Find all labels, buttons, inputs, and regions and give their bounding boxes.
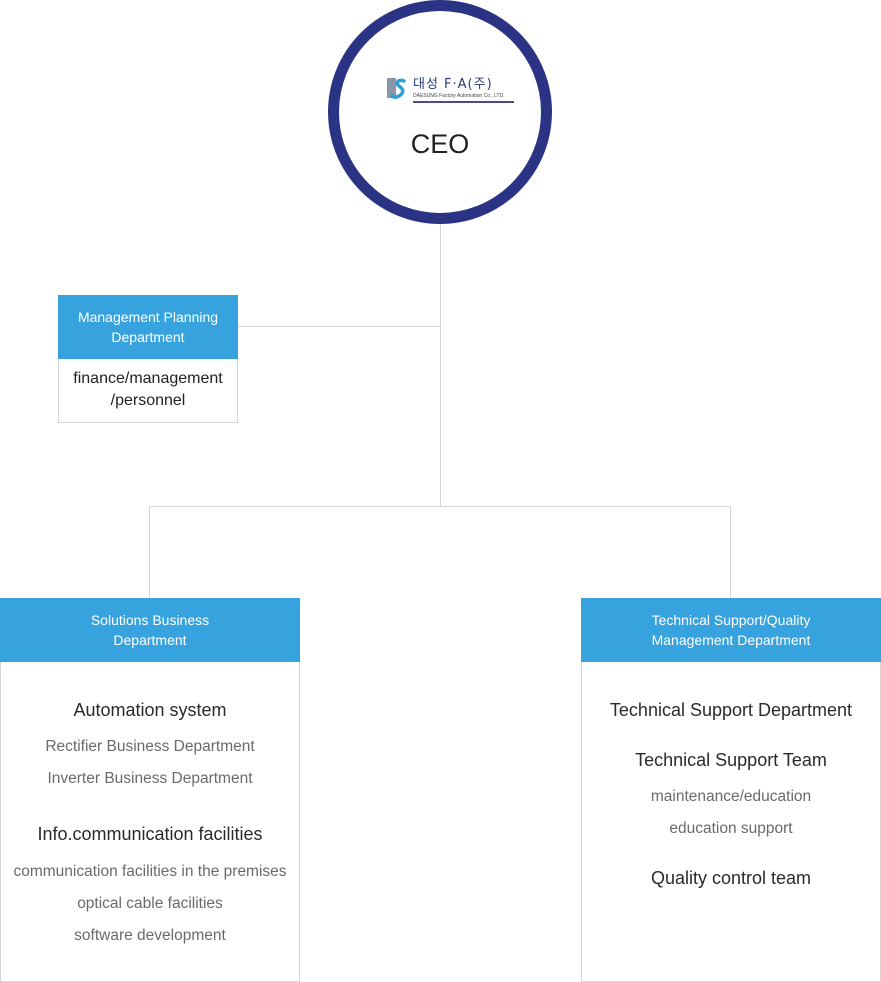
management-planning-header: Management Planning Department bbox=[58, 295, 238, 359]
connector-technical-vertical bbox=[730, 506, 731, 599]
logo-underline bbox=[413, 101, 514, 103]
ceo-title: CEO bbox=[410, 129, 470, 159]
software-development-item: software development bbox=[74, 927, 226, 944]
technical-support-box: Technical Support/Quality Management Dep… bbox=[581, 598, 881, 982]
automation-system-title: Automation system bbox=[73, 700, 227, 720]
connector-management-horizontal bbox=[237, 326, 441, 327]
logo-english-text: DAESUNG Factory Automation Co., LTD. bbox=[413, 93, 505, 99]
management-planning-body: finance/management /personnel bbox=[73, 370, 223, 409]
technical-support-department-title: Technical Support Department bbox=[609, 700, 853, 720]
logo-korean-text: 대성 F·A(주) bbox=[413, 77, 493, 92]
info-communication-title: Info.communication facilities bbox=[37, 824, 263, 844]
ceo-node: 대성 F·A(주) DAESUNG Factory Automation Co.… bbox=[328, 0, 552, 224]
connector-ceo-vertical bbox=[440, 224, 441, 507]
connector-branch-horizontal bbox=[149, 506, 731, 507]
connector-solutions-vertical bbox=[149, 506, 150, 599]
technical-support-team-title: Technical Support Team bbox=[635, 750, 827, 770]
solutions-business-box: Solutions Business Department Automation… bbox=[0, 598, 300, 982]
solutions-business-header: Solutions Business Department bbox=[0, 598, 300, 662]
education-support-item: education support bbox=[669, 820, 793, 837]
optical-cable-item: optical cable facilities bbox=[77, 895, 223, 912]
rectifier-business-item: Rectifier Business Department bbox=[45, 738, 255, 755]
maintenance-education-item: maintenance/education bbox=[650, 788, 812, 805]
technical-support-header: Technical Support/Quality Management Dep… bbox=[581, 598, 881, 662]
quality-control-team-title: Quality control team bbox=[650, 868, 812, 888]
communication-facilities-item: communication facilities in the premises bbox=[13, 863, 287, 880]
company-logo: 대성 F·A(주) DAESUNG Factory Automation Co.… bbox=[386, 77, 516, 107]
company-logo-icon bbox=[387, 78, 406, 99]
inverter-business-item: Inverter Business Department bbox=[47, 770, 253, 787]
management-planning-box: Management Planning Department finance/m… bbox=[58, 295, 238, 423]
